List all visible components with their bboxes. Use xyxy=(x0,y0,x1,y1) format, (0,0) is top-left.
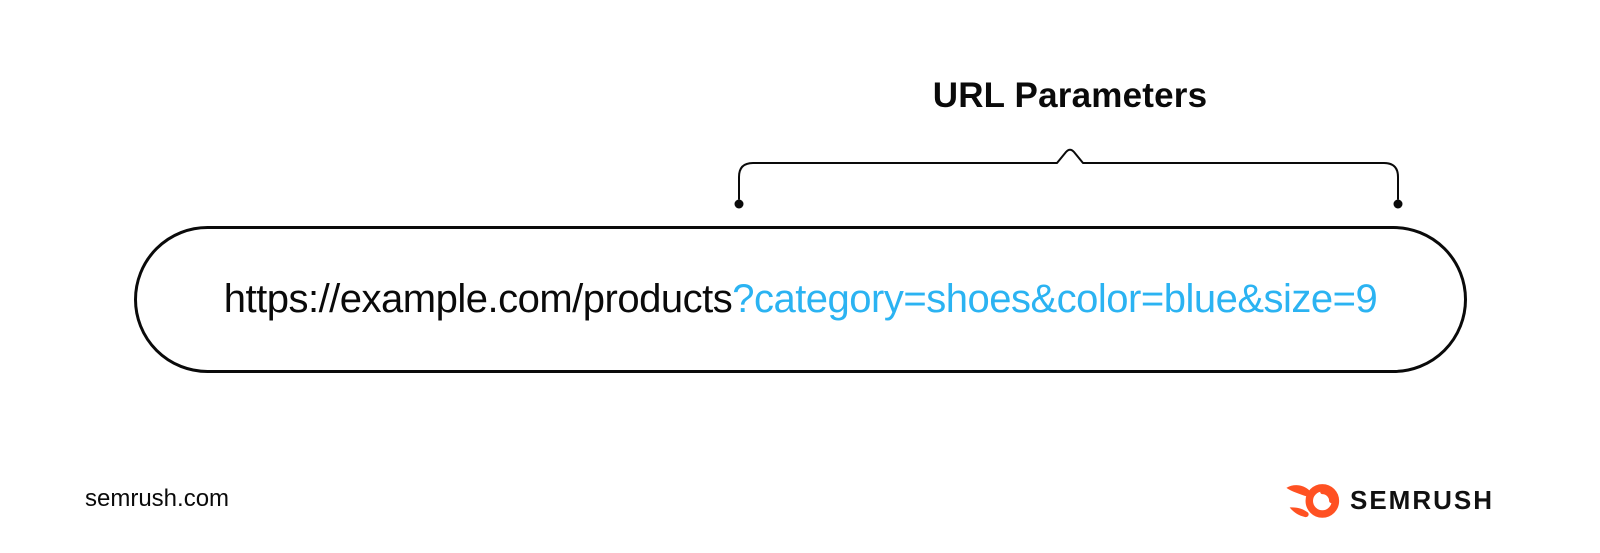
url-base-path: https://example.com/products xyxy=(223,277,733,321)
semrush-logo: SEMRUSH xyxy=(1285,477,1494,523)
diagram-title: URL Parameters xyxy=(932,76,1208,115)
semrush-wordmark: SEMRUSH xyxy=(1350,484,1495,515)
brace-connector xyxy=(734,148,1403,209)
url-query-params: ?category=shoes&color=blue&size=9 xyxy=(732,277,1378,321)
source-site-label: semrush.com xyxy=(85,485,230,512)
semrush-flame-icon xyxy=(1286,484,1340,518)
url-text: https://example.com/products?category=sh… xyxy=(224,277,1378,322)
url-pill: https://example.com/products?category=sh… xyxy=(134,226,1467,373)
